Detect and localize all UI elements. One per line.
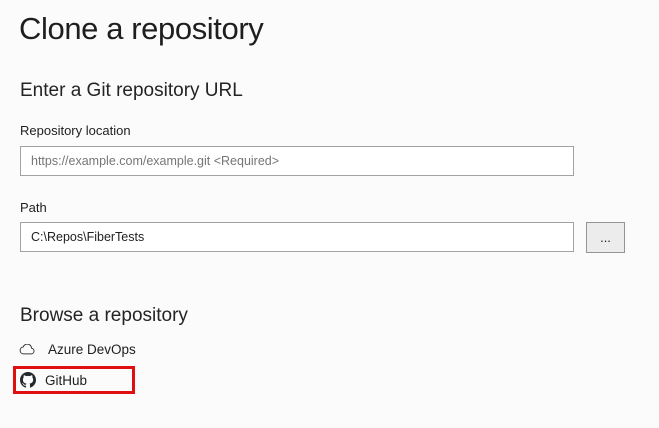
path-input[interactable] (20, 222, 574, 252)
url-section-heading: Enter a Git repository URL (20, 80, 243, 101)
browse-section-heading: Browse a repository (20, 305, 188, 326)
github-highlight-box: GitHub (13, 366, 135, 394)
browse-item-label: Azure DevOps (48, 341, 136, 357)
repository-location-input[interactable] (20, 146, 574, 176)
browse-item-github[interactable]: GitHub (20, 371, 87, 389)
browse-item-azure-devops[interactable]: Azure DevOps (19, 340, 136, 358)
github-icon (20, 372, 36, 388)
repository-location-label: Repository location (20, 123, 131, 138)
browse-item-label: GitHub (45, 372, 88, 388)
path-label: Path (20, 200, 47, 215)
page-title: Clone a repository (19, 11, 264, 46)
cloud-icon (19, 343, 35, 355)
browse-path-button[interactable]: ... (586, 222, 625, 253)
